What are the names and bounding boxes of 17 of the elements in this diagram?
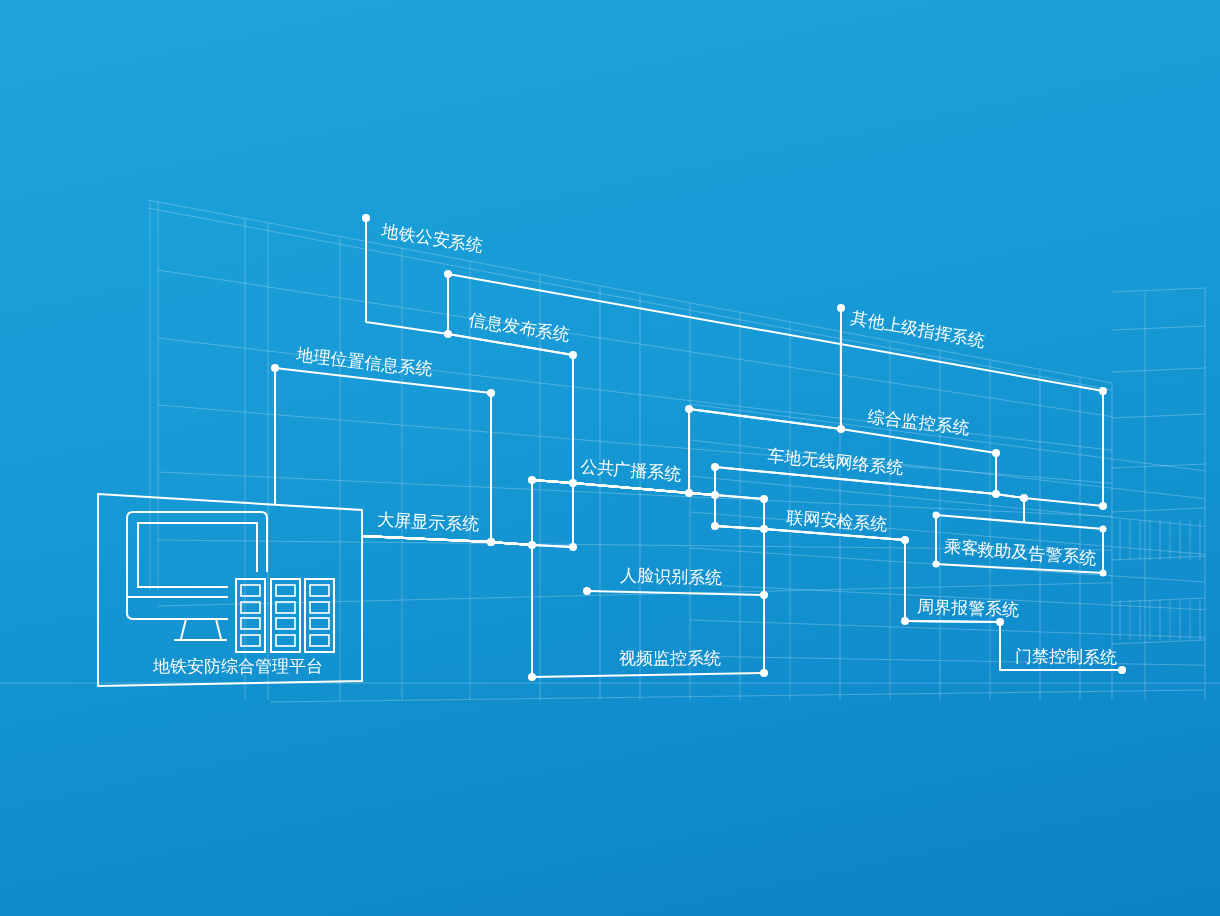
edge-label: 地理位置信息系统 <box>296 346 434 379</box>
edge-label: 联网安检系统 <box>785 509 889 534</box>
edge-label: 公共广播系统 <box>579 458 683 483</box>
edge-label: 视频监控系统 <box>619 650 721 667</box>
edge-label: 周界报警系统 <box>916 598 1020 619</box>
connector-line <box>361 479 1126 674</box>
edge-label: 信息发布系统 <box>467 311 572 344</box>
edge-label: 大屏显示系统 <box>376 511 480 534</box>
edge-label: 其他上级指挥系统 <box>849 309 987 350</box>
edge-label: 门禁控制系统 <box>1014 648 1118 666</box>
edge-label: 综合监控系统 <box>866 408 971 438</box>
edge-label: 人脸识别系统 <box>619 567 723 587</box>
system-box: 乘客救助及告警系统 <box>932 511 1107 577</box>
platform-label: 地铁安防综合管理平台 <box>153 658 323 675</box>
edge-label: 地铁公安系统 <box>380 222 485 255</box>
edge-label: 车地无线网络系统 <box>767 447 905 477</box>
platform-box <box>97 492 364 688</box>
